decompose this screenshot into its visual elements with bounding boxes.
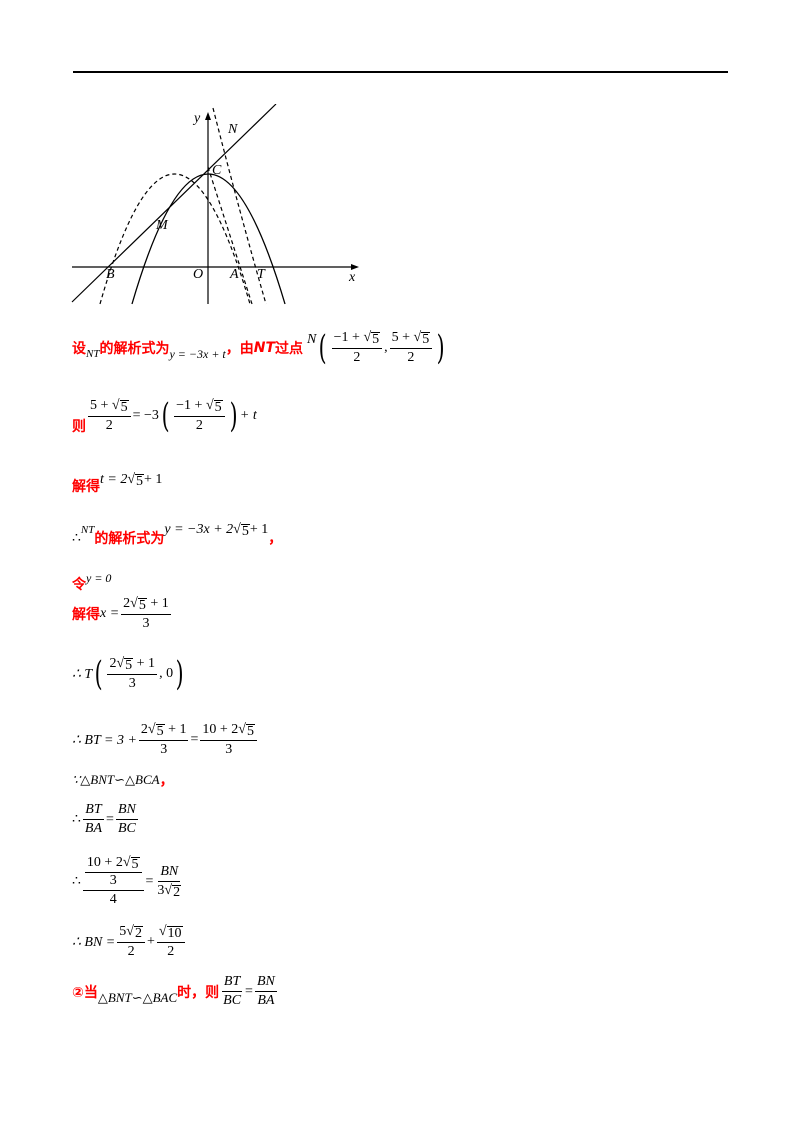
line-3: 解得 t = 2 √5 + 1 (72, 471, 163, 496)
dashed-parabola-right (212, 107, 267, 305)
l1-frac2: 5 + √5 2 (389, 330, 433, 366)
l1-e: ，由 (225, 341, 254, 357)
l1-f: NT (253, 340, 276, 356)
line-5: 令 y = 0 (72, 570, 112, 594)
label-y: y (192, 111, 201, 126)
line-12: ∴ BN = 5√2 2 + √10 2 (72, 924, 187, 960)
line-ct (207, 166, 253, 305)
l1-g: 过点 (275, 341, 304, 357)
y-axis-arrow (205, 112, 211, 120)
l1-d: y = −3x + t (169, 346, 226, 361)
line-9: ∵△BNT∽△BCA ， (72, 772, 174, 789)
line-2: 则 5 + √5 2 = −3 ( −1 + √5 2 ) + t (72, 396, 257, 436)
line-7: ∴ T ( 2√5 + 1 3 , 0 ) (72, 654, 184, 694)
l1-frac1: −1 + √5 2 (331, 330, 383, 366)
label-n: N (227, 122, 238, 137)
line-1: 设 NT 的解析式为 y = −3x + t ，由 NT 过点 N ( −1 +… (72, 328, 445, 368)
label-a: A (229, 267, 239, 282)
line-13: ②当 △BNT∽△BAC 时，则 BT BC = BN BA (72, 974, 277, 1008)
label-x: x (348, 270, 356, 285)
line-bn (71, 104, 277, 303)
l2-a: 则 (72, 419, 86, 435)
l2-frac2: −1 + √5 2 (174, 398, 225, 434)
label-b: B (106, 267, 115, 282)
l1-c: 的解析式为 (99, 341, 170, 357)
label-m: M (155, 218, 169, 233)
line-8: ∴ BT = 3 + 2√5 + 1 3 = 10 + 2√5 3 (72, 722, 259, 758)
header-rule (73, 71, 728, 73)
line-6: 解得 x = 2√5 + 1 3 (72, 596, 171, 631)
l2-frac1: 5 + √5 2 (88, 398, 131, 434)
solid-parabola (131, 173, 286, 305)
line-10: ∴ BT BA = BN BC (72, 802, 138, 836)
dashed-parabola-left (99, 173, 251, 305)
label-c: C (212, 163, 222, 178)
l1-a: 设 (72, 341, 86, 357)
label-t: T (257, 267, 266, 282)
label-o: O (193, 267, 203, 282)
line-11: ∴ 10 + 2√5 3 4 = BN 3√2 (72, 855, 182, 907)
line-4: ∴ NT 的解析式为 y = −3x + 2 √5 + 1 ， (72, 521, 283, 548)
l1-h: N (307, 332, 317, 347)
parabola-figure: y x N C M B O A T (71, 104, 359, 305)
x-axis-arrow (351, 264, 359, 270)
l1-b: NT (86, 348, 100, 360)
